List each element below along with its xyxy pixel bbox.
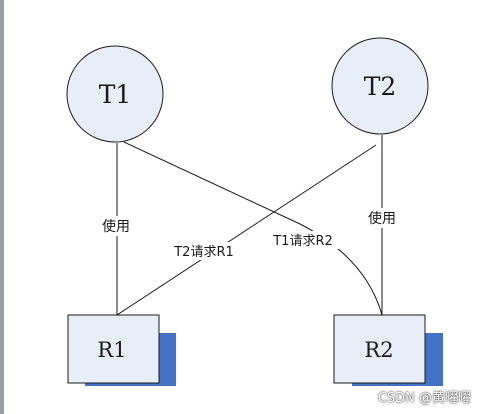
edge-t2-r1 xyxy=(116,144,377,316)
resource-label-r2: R2 xyxy=(364,338,393,362)
edge-label-t1-r2: T1请求R2 xyxy=(272,234,333,249)
left-border xyxy=(0,0,4,414)
process-label-t1: T1 xyxy=(99,80,132,109)
csdn-watermark: CSDN @黄曜曜 xyxy=(377,391,471,406)
edge-label-t2-r1: T2请求R1 xyxy=(173,245,234,260)
resource-node-r1: R1 xyxy=(67,314,176,386)
resource-node-r2: R2 xyxy=(333,314,443,386)
process-node-t1: T1 xyxy=(66,45,164,143)
process-label-t2: T2 xyxy=(364,72,397,101)
edge-label-t1-r1: 使用 xyxy=(102,218,130,235)
edge-t1-r2 xyxy=(123,141,383,316)
process-node-t2: T2 xyxy=(331,37,429,135)
edge-label-t2-r2: 使用 xyxy=(368,210,396,227)
resource-label-r1: R1 xyxy=(97,338,126,362)
